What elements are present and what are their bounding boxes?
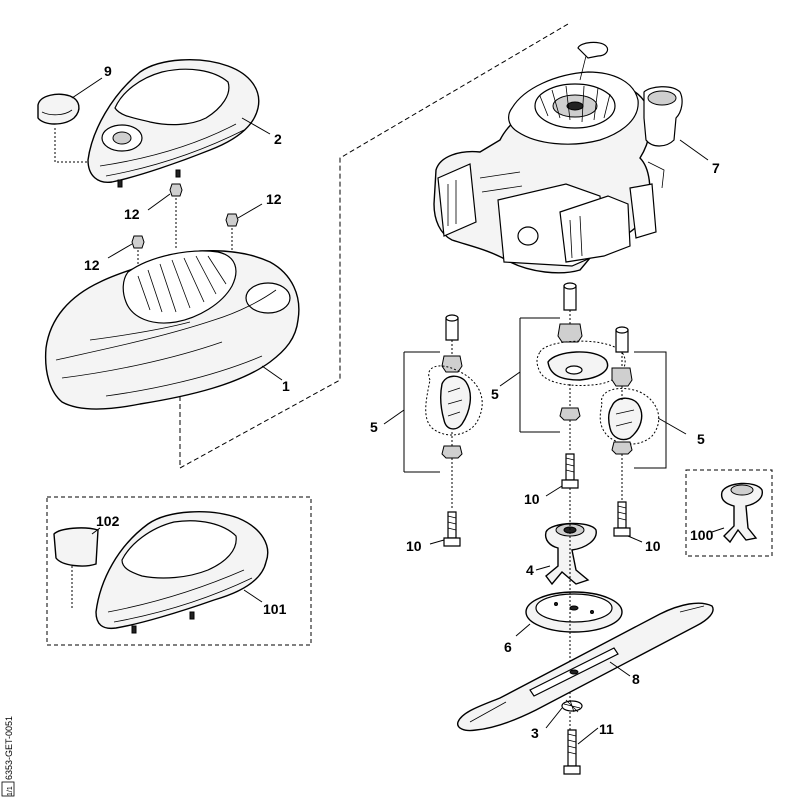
label-12b: 12 [266,191,282,207]
part-2-top-cover [87,59,260,188]
leader-12c [107,243,133,259]
leader-7 [679,139,709,161]
part-101-cover [95,511,269,634]
part-6-disc [525,591,623,633]
drawing-code: 6353-GET-0051 [4,716,14,780]
stamp-box [1,781,15,797]
label-5b: 5 [491,386,499,402]
box-part-100 [685,469,773,557]
leader-5-left [383,409,405,425]
leader-100 [711,527,725,533]
part-5-set-left [425,314,483,510]
label-4: 4 [526,562,534,578]
part-5-set-mid [536,282,626,452]
label-12a: 12 [124,206,140,222]
label-1: 1 [282,378,290,394]
part-7-engine [433,41,683,274]
label-5c: 5 [697,431,705,447]
leader-101 [243,589,263,603]
leader-5-right [657,417,687,435]
part-10-bolt-left [443,511,461,547]
label-101: 101 [263,601,287,617]
leader-1 [261,365,283,381]
leader-9 [71,77,103,99]
part-102-cap [53,527,99,567]
part-100-adapter [720,482,763,544]
leader-12b [237,203,263,219]
label-10c: 10 [645,538,661,554]
label-2: 2 [274,131,282,147]
label-12c: 12 [84,257,100,273]
part-4-adapter [544,522,597,586]
part-9-cap [37,93,80,125]
label-6: 6 [504,639,512,655]
part-10-bolt-mid [561,453,579,489]
part-12-nut-c [131,235,145,249]
leader-102 [91,527,101,535]
bracket-5-mid [519,317,560,433]
leader-9-dash [54,128,88,163]
leader-4 [535,565,551,571]
leader-6 [515,623,531,637]
part-11-bolt [563,729,581,775]
label-5a: 5 [370,419,378,435]
leader-11 [577,727,599,745]
label-8: 8 [632,671,640,687]
leader-2 [241,117,271,135]
leader-10-left [429,539,445,545]
bracket-5-right [634,351,667,469]
bracket-5-left [403,351,440,473]
label-9: 9 [104,63,112,79]
stamp-text: 1/1 [7,786,14,796]
part-12-nut-b [225,213,239,227]
label-7: 7 [712,160,720,176]
leader-8 [609,661,631,677]
label-100: 100 [690,527,714,543]
part-3-washer [561,699,583,713]
part-5-set-right [599,326,660,500]
leader-12a [147,193,171,211]
label-102: 102 [96,513,120,529]
leader-10-right [627,535,643,543]
assembly-line-housing-engine [179,23,569,469]
leader-10-mid [545,485,563,497]
label-10a: 10 [406,538,422,554]
leader-5-mid [499,371,521,387]
part-10-bolt-right [613,501,631,537]
leader-3 [545,707,563,729]
part-12-nut-a [169,183,183,197]
label-11: 11 [599,721,614,737]
box-part-101 [46,496,312,646]
label-3: 3 [531,725,539,741]
part-1-housing [44,250,300,410]
label-10b: 10 [524,491,540,507]
part-8-blade [457,602,714,732]
